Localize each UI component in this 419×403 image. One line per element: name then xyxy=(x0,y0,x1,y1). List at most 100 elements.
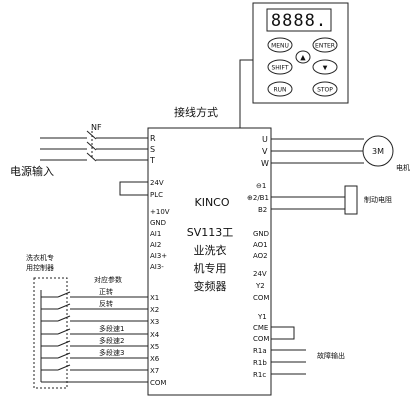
model-line-1: SV113工 xyxy=(187,226,234,239)
terminal-r1a: R1a xyxy=(253,347,267,355)
terminal-x5: X5 xyxy=(150,343,159,351)
switch-x7 xyxy=(57,364,71,371)
switch-x4 xyxy=(57,328,71,335)
menu-key[interactable] xyxy=(267,37,293,53)
breaker-label: NF xyxy=(91,123,102,132)
down-key-label: ▼ xyxy=(323,65,328,72)
terminal-x1: X1 xyxy=(150,294,159,302)
terminal-ao2: AO2 xyxy=(253,252,268,260)
input-row-x5: 多段速2 xyxy=(41,336,148,347)
stop-key-label: STOP xyxy=(317,87,333,94)
brake-resistor-label: 制动电阻 xyxy=(364,195,392,204)
model-line-2: 业洗衣 xyxy=(194,243,227,257)
terminal-com-left: COM xyxy=(150,379,166,387)
model-line-3: 机专用 xyxy=(194,261,227,275)
inverter-brand: KINCO xyxy=(194,196,229,209)
menu-key-label: MENU xyxy=(271,43,289,50)
terminal-w: W xyxy=(261,159,269,168)
run-key-label: RUN xyxy=(273,87,286,94)
terminal-s: S xyxy=(150,145,155,154)
terminal-ai3-plus: AI3+ xyxy=(150,252,167,260)
enter-key-label: ENTER xyxy=(315,43,335,50)
keypad-panel: 8888. MENU ENTER SHIFT ▲ ▼ RUN STOP xyxy=(252,2,349,104)
breaker-switch-s xyxy=(86,141,97,151)
terminal-gnd-left: GND xyxy=(150,219,166,227)
keypad-cable xyxy=(239,59,253,128)
switch-x3 xyxy=(57,315,71,322)
up-key-label: ▲ xyxy=(300,54,306,62)
keypad-display xyxy=(266,8,332,32)
terminal-10v: +10V xyxy=(150,208,170,216)
model-line-4: 变频器 xyxy=(194,279,227,293)
cme-com-jumper xyxy=(271,326,295,340)
down-key[interactable] xyxy=(312,59,338,75)
plc-jumper xyxy=(119,181,148,196)
terminal-v: V xyxy=(262,147,268,156)
switch-x2 xyxy=(57,303,71,310)
input-row-x2: 反转 xyxy=(41,299,148,310)
terminal-ai1: AI1 xyxy=(150,230,161,238)
run-key[interactable] xyxy=(267,81,293,97)
terminal-com-right-2: COM xyxy=(253,335,269,343)
inverter-box xyxy=(147,127,272,396)
shift-key[interactable] xyxy=(267,59,293,75)
motor-symbol xyxy=(362,135,394,167)
terminal-y1: Y1 xyxy=(257,313,267,321)
stop-key[interactable] xyxy=(312,81,338,97)
terminal-plc: PLC xyxy=(150,191,163,199)
input-row-x7 xyxy=(41,364,148,371)
input-row-x4: 多段速1 xyxy=(41,324,148,335)
terminal-x3: X3 xyxy=(150,318,159,326)
motor-label: 电机 xyxy=(396,163,410,172)
power-input: NF 电源输入 xyxy=(10,123,148,178)
terminal-r: R xyxy=(150,134,156,143)
terminal-x4: X4 xyxy=(150,331,160,339)
terminal-b2: B2 xyxy=(258,206,267,214)
switch-x6 xyxy=(57,352,71,359)
motor-connection: U V W 3M 电机 xyxy=(261,135,410,172)
terminal-ao1: AO1 xyxy=(253,241,268,249)
shift-key-label: SHIFT xyxy=(271,65,288,72)
left-upper-terminals: 24V PLC +10V GND AI1 AI2 AI3+ AI3- xyxy=(119,179,170,271)
input-row-x3 xyxy=(41,315,148,322)
controller-label-1: 洗衣机专 xyxy=(26,253,54,262)
controller-label-2: 用控制器 xyxy=(26,263,54,272)
function-x2: 反转 xyxy=(99,299,113,308)
terminal-ai2: AI2 xyxy=(150,241,161,249)
function-x1: 正转 xyxy=(99,287,113,296)
terminal-r1b: R1b xyxy=(253,359,267,367)
input-row-x1: 正转 xyxy=(41,287,148,298)
terminal-u: U xyxy=(262,135,268,144)
diagram-title: 接线方式 xyxy=(174,105,218,119)
switch-x1 xyxy=(57,291,71,298)
terminal-r1c: R1c xyxy=(253,371,266,379)
power-input-label: 电源输入 xyxy=(10,164,54,178)
right-analog-terminals: GND AO1 AO2 24V Y2 COM xyxy=(253,230,269,302)
right-relay-terminals: Y1 CME COM R1a R1b R1c 故障输出 xyxy=(253,313,345,379)
brake-resistor-symbol xyxy=(344,185,358,215)
up-key[interactable] xyxy=(295,50,311,64)
terminal-x6: X6 xyxy=(150,355,160,363)
washer-controller: 洗衣机专 用控制器 对应参数 正转 反转 多段速1 xyxy=(26,253,148,389)
terminal-24v: 24V xyxy=(150,179,164,187)
switch-x5 xyxy=(57,340,71,347)
terminal-x2: X2 xyxy=(150,306,159,314)
function-x6: 多段速3 xyxy=(99,348,124,357)
params-label: 对应参数 xyxy=(94,275,122,284)
terminal-gnd-right: GND xyxy=(253,230,269,238)
motor-symbol-text: 3M xyxy=(372,147,384,156)
terminal-cme: CME xyxy=(253,324,268,332)
terminal-ai3-minus: AI3- xyxy=(150,263,164,271)
display-digits: 8888. xyxy=(271,11,327,31)
enter-key[interactable] xyxy=(312,37,338,53)
brake-resistor: ⊖1 ⊕2/B1 B2 制动电阻 xyxy=(247,182,392,215)
terminal-minus1: ⊖1 xyxy=(256,182,266,190)
input-row-x6: 多段速3 xyxy=(41,348,148,359)
function-x4: 多段速1 xyxy=(99,324,124,333)
fault-output-label: 故障输出 xyxy=(317,351,345,360)
terminal-y2: Y2 xyxy=(255,282,265,290)
terminal-plus2-b1: ⊕2/B1 xyxy=(247,194,269,202)
function-x5: 多段速2 xyxy=(99,336,124,345)
terminal-com-right-1: COM xyxy=(253,294,269,302)
